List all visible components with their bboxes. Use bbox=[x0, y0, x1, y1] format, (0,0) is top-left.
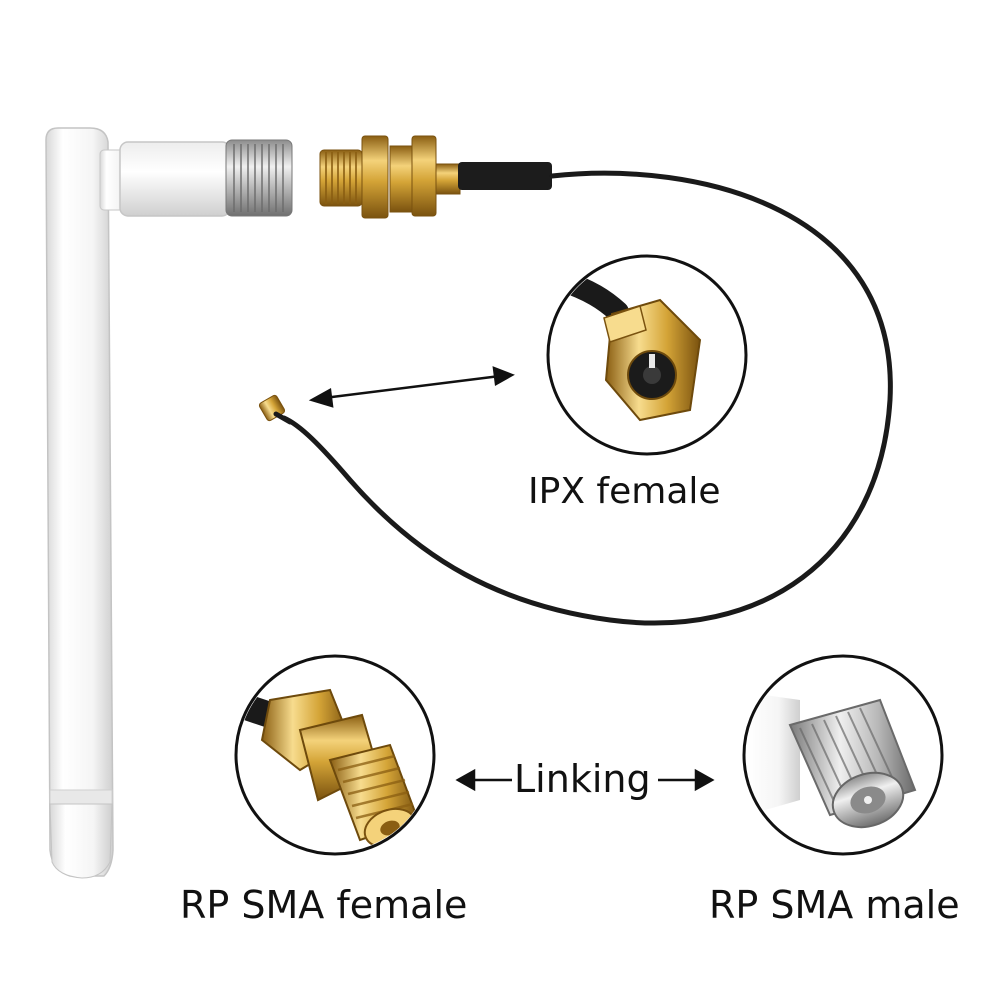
zoom-rp-sma-female bbox=[234, 654, 436, 856]
label-rp-sma-female: RP SMA female bbox=[180, 883, 468, 927]
antenna bbox=[45, 127, 293, 879]
sma-bulkhead-connector bbox=[319, 135, 552, 219]
label-ipx-female: IPX female bbox=[528, 471, 721, 512]
label-rp-sma-male: RP SMA male bbox=[709, 883, 960, 927]
coax-cable bbox=[281, 170, 893, 626]
linking-arrows-icon bbox=[455, 768, 715, 792]
label-linking: Linking bbox=[514, 757, 651, 801]
zoom-rp-sma-male bbox=[742, 654, 944, 856]
ipx-connector-small bbox=[258, 394, 293, 425]
zoom-ipx-female bbox=[546, 254, 748, 456]
double-arrow-icon bbox=[308, 366, 515, 408]
